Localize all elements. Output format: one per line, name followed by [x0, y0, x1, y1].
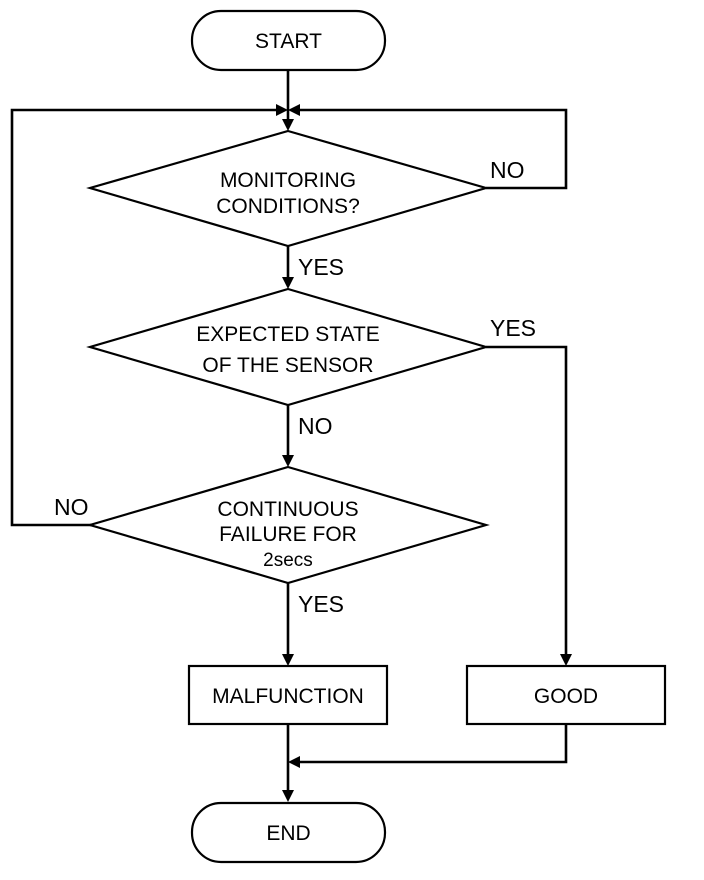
- good-label: GOOD: [534, 685, 598, 708]
- arrowhead-into-end: [282, 790, 294, 802]
- end-terminator: [190, 801, 387, 864]
- arrowhead-into-expected: [282, 277, 294, 289]
- arrowhead-into-malfunction: [282, 654, 294, 666]
- arrowhead-into-continuous: [282, 455, 294, 467]
- arrowhead-join: [288, 756, 300, 768]
- connector-good-to-join: [298, 724, 568, 764]
- arrowhead-right-loop: [288, 104, 300, 116]
- malfunction-label: MALFUNCTION: [212, 685, 364, 708]
- expected-label-line2: OF THE SENSOR: [202, 354, 373, 377]
- continuous-label-line3: 2secs: [263, 550, 313, 571]
- arrowhead-into-monitoring: [282, 119, 294, 131]
- monitoring-label-line2: CONDITIONS?: [216, 195, 360, 218]
- connector-continuous-no-loop: [10, 108, 279, 527]
- expected-label-line1: EXPECTED STATE: [196, 323, 380, 346]
- end-label: END: [266, 822, 310, 845]
- monitoring-no-label: NO: [490, 157, 525, 183]
- good-box: [465, 664, 667, 726]
- monitoring-yes-label: YES: [298, 254, 344, 280]
- malfunction-box: [187, 664, 389, 726]
- arrowhead-into-good: [560, 654, 572, 666]
- continuous-label-line2: FAILURE FOR: [219, 523, 357, 546]
- connector-monitoring-no-loop: [297, 108, 568, 190]
- continuous-yes-label: YES: [298, 591, 344, 617]
- expected-yes-label: YES: [490, 315, 536, 341]
- expected-no-label: NO: [298, 413, 333, 439]
- monitoring-label-line1: MONITORING: [220, 169, 356, 192]
- expected-state-decision: [86, 287, 490, 407]
- continuous-no-label: NO: [54, 494, 89, 520]
- continuous-label-line1: CONTINUOUS: [217, 498, 358, 521]
- connector-expected-yes-to-good: [486, 345, 568, 655]
- arrowhead-left-loop: [276, 104, 288, 116]
- start-label: START: [255, 30, 322, 53]
